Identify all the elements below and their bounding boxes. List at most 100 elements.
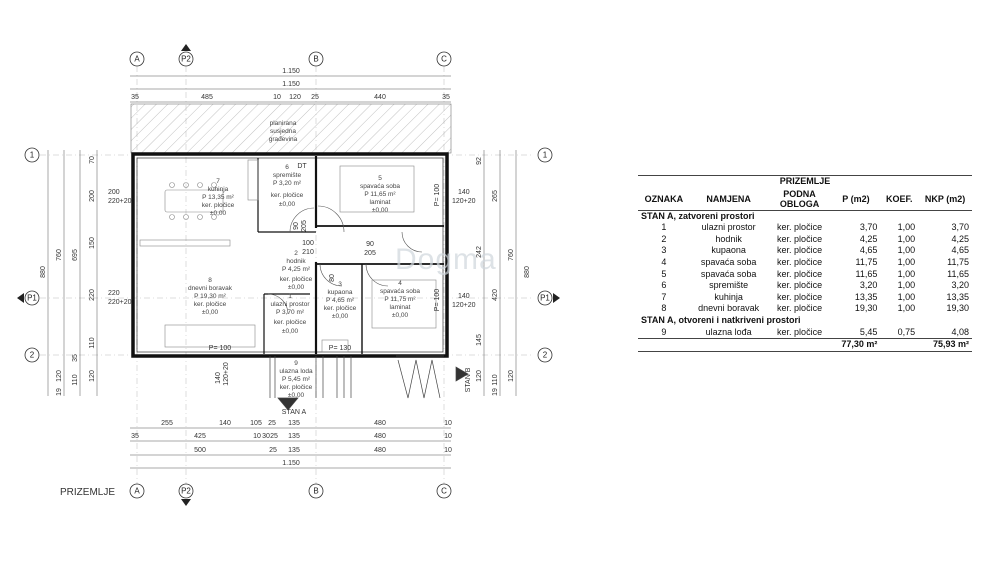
dim-left-seg: 150 [89, 237, 96, 249]
room-hodnik-name: hodnik [286, 258, 306, 265]
axis-left-1: 1 [30, 151, 35, 160]
label-window-p130: P= 130 [329, 345, 351, 352]
axis-top-c: C [441, 55, 447, 64]
cell-oznaka: 2 [661, 233, 667, 244]
furniture [139, 159, 437, 353]
room-spremiste-area: P 3,20 m² [273, 180, 302, 187]
dim-bottom-r1: 135 [288, 420, 300, 427]
room-loda-level: ±0,00 [288, 392, 305, 399]
dim-left-side: 220 [108, 290, 120, 297]
dim-bottom-r3: 25 [269, 447, 277, 454]
dim-bottom-r3: 500 [194, 447, 206, 454]
section-label: STAN A, otvoreni i natkriveni prostori [641, 314, 801, 325]
table-title-row: PRIZEMLJE [638, 174, 972, 188]
cell-koef: 1,00 [897, 268, 916, 279]
label-door-205: 205 [364, 250, 376, 257]
dim-right-side: 140 [458, 189, 470, 196]
dim-right-seg: 242 [476, 246, 483, 258]
cell-namjena: ulazna lođa [705, 326, 752, 337]
dim-right-side: 120+20 [452, 198, 476, 205]
dim-left-side: 220+20 [108, 299, 132, 306]
room-spavaca5-name: spavaća soba [360, 183, 400, 190]
dim-left-seg: 120 [89, 370, 96, 382]
cell-oznaka: 4 [661, 256, 667, 267]
room-loda-no: 9 [294, 360, 298, 367]
dim-left-outer: 880 [40, 266, 47, 278]
dim-bottom-r3: 10 [444, 447, 452, 454]
room-spavaca5-area: P 11,65 m² [364, 191, 396, 198]
cell-p: 4,25 [859, 233, 878, 244]
cell-nkp: 11,65 [947, 268, 969, 279]
cell-podna-obloga: ker. pločice [777, 280, 823, 291]
cell-podna-obloga: ker. pločice [777, 303, 823, 314]
dim-bottom-r1: 105 [250, 420, 262, 427]
room-dnevni-floor: ker. pločice [194, 301, 227, 308]
cell-nkp: 4,08 [951, 326, 969, 337]
room-ulazni-level: ±0,00 [282, 328, 299, 335]
cell-namjena: spremište [709, 280, 749, 291]
cell-p: 11,65 [855, 268, 878, 279]
dim-right-seg: 420 [492, 289, 499, 301]
room-dnevni-no: 8 [208, 277, 212, 284]
dim-left-seg: 70 [89, 156, 96, 164]
dim-top-seg: 25 [311, 94, 319, 101]
room-loda-name: ulazna loda [279, 368, 313, 375]
dim-bottom-r3: 480 [374, 447, 386, 454]
label-stan-a: STAN A [282, 409, 307, 416]
dim-right-side: 140 [458, 293, 470, 300]
cell-oznaka: 7 [661, 291, 667, 302]
dim-top-seg: 10 [273, 94, 281, 101]
label-dt: DT [297, 163, 307, 170]
dim-bottom-r2: 10 [444, 433, 452, 440]
table-section: STAN A, zatvoreni prostori [638, 210, 972, 222]
section-label: STAN A, zatvoreni prostori [641, 210, 755, 221]
dim-bottom-r2: 30 [262, 433, 270, 440]
axis-right-p1: P1 [540, 294, 550, 303]
cell-koef: 0,75 [897, 326, 916, 337]
watermark-text: Dogma [395, 243, 497, 276]
dim-right-seg: 120 [476, 370, 483, 382]
cell-namjena: kupaona [711, 245, 746, 256]
dim-bottom-r3: 135 [288, 447, 300, 454]
cell-koef: 1,00 [897, 303, 916, 314]
cell-oznaka: 8 [661, 303, 667, 314]
table-section: STAN A, otvoreni i natkriveni prostori [638, 315, 972, 327]
room-ulazni-no: 1 [288, 293, 292, 300]
cell-podna-obloga: ker. pločice [777, 245, 823, 256]
label-door-80: 80 [329, 274, 336, 282]
cell-nkp: 19,30 [946, 303, 969, 314]
room-kupaona-floor: ker. pločice [324, 305, 357, 312]
label-loggia-120: 120+20 [223, 362, 230, 386]
neighbor-label: susjedna [270, 128, 296, 135]
room-spavaca4-level: ±0,00 [392, 312, 409, 319]
cell-koef: 1,00 [897, 233, 916, 244]
total-nkp: 75,93 m² [918, 338, 972, 352]
header-koef: KOEF. [880, 187, 919, 211]
room-hodnik-no: 2 [294, 250, 298, 257]
label-window-p100: P= 100 [434, 289, 441, 311]
dim-bottom-r2: 35 [131, 433, 139, 440]
cell-podna-obloga: ker. pločice [777, 222, 823, 233]
dim-right-seg: 120 [508, 370, 515, 382]
dim-left-side: 220+20 [108, 198, 132, 205]
room-kupaona-no: 3 [338, 281, 342, 288]
table-title: PRIZEMLJE [638, 174, 972, 188]
cell-podna-obloga: ker. pločice [777, 268, 823, 279]
dim-bottom-r2: 480 [374, 433, 386, 440]
cell-koef: 1,00 [897, 256, 916, 267]
table-header-row: OZNAKA NAMJENA PODNA OBLOGA P (m2) KOEF.… [638, 187, 972, 211]
dim-bottom-r1: 25 [268, 420, 276, 427]
dim-left-seg: 19 [56, 388, 63, 396]
dim-bottom-r1: 10 [444, 420, 452, 427]
room-spremiste-level: ±0,00 [279, 201, 296, 208]
door-swings [267, 205, 423, 315]
header-podna-obloga: PODNA OBLOGA [767, 187, 832, 211]
dim-right-outer: 880 [524, 266, 531, 278]
room-loda-area: P 5,45 m² [282, 376, 311, 383]
room-ulazni-floor: ker. pločice [274, 319, 307, 326]
room-kuhinja-no: 7 [216, 178, 220, 185]
cell-nkp: 13,35 [946, 291, 969, 302]
